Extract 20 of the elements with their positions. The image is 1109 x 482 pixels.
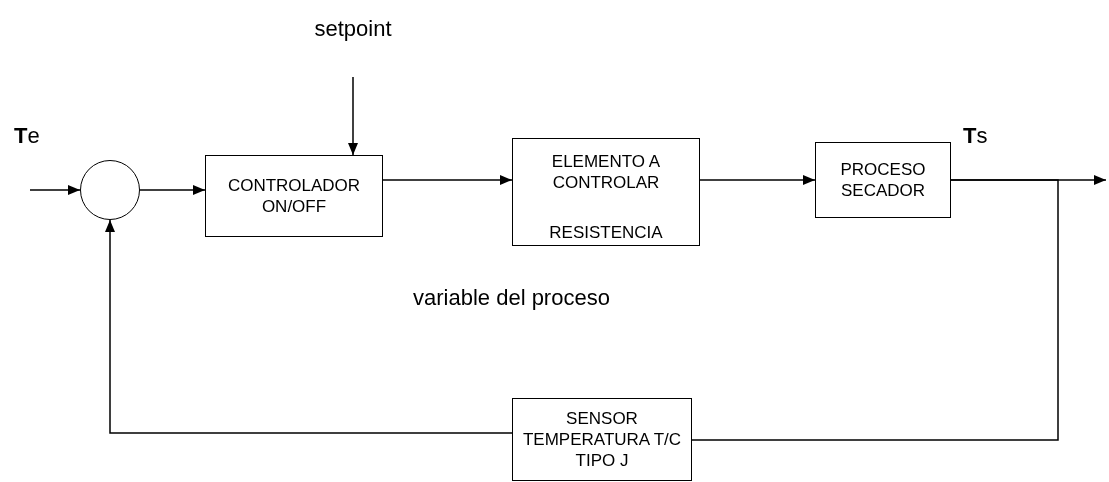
connector-line xyxy=(691,179,1059,441)
arrow xyxy=(382,175,513,185)
process-box xyxy=(815,142,951,218)
box-text: CONTROLADOR ON/OFF xyxy=(226,175,362,217)
signal-label: Te xyxy=(14,123,40,149)
arrow xyxy=(105,219,513,434)
arrow xyxy=(29,185,81,195)
box-text: PROCESO SECADOR xyxy=(839,159,927,201)
arrow xyxy=(139,185,206,195)
box-text: RESISTENCIA xyxy=(549,222,663,243)
process-box xyxy=(512,398,692,481)
signal-label: Ts xyxy=(963,123,988,149)
arrow xyxy=(699,175,816,185)
annotation-text: variable del proceso xyxy=(413,285,610,311)
box-text: SENSOR TEMPERATURA T/C TIPO J xyxy=(521,408,683,471)
process-box xyxy=(512,138,700,246)
process-box xyxy=(205,155,383,237)
input-label: setpoint xyxy=(314,16,392,42)
arrow xyxy=(348,76,358,156)
box-text: ELEMENTO A CONTROLAR xyxy=(550,151,662,193)
